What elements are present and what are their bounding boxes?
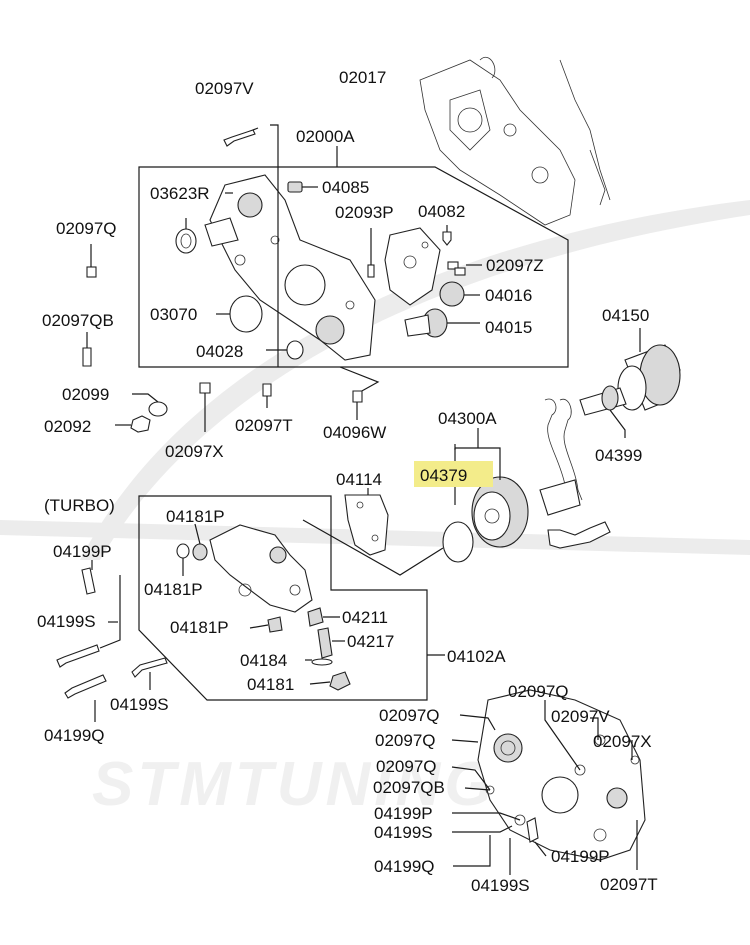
plug-04181P-c-part xyxy=(267,616,283,633)
label-04199S-mid[interactable]: 04199S xyxy=(110,695,169,714)
label-04096W[interactable]: 04096W xyxy=(323,423,386,442)
label-04085[interactable]: 04085 xyxy=(322,178,369,197)
bolt-02097T-a-part xyxy=(262,383,272,397)
label-04181[interactable]: 04181 xyxy=(247,675,294,694)
oil-pump-case-part xyxy=(204,174,376,361)
label-03623R[interactable]: 03623R xyxy=(150,184,210,203)
pump-cover-part xyxy=(384,227,441,306)
label-02097V-bottom[interactable]: 02097V xyxy=(551,707,610,726)
bolt-04096W-part xyxy=(352,390,363,403)
plug-04181-part xyxy=(329,671,351,691)
label-02097Q-left[interactable]: 02097Q xyxy=(56,219,117,238)
label-04184[interactable]: 04184 xyxy=(240,651,287,670)
washer-04184-part xyxy=(311,658,333,666)
label-02097X-top[interactable]: 02097X xyxy=(165,442,224,461)
o-ring-04028-part xyxy=(286,340,304,360)
gasket-04114-part xyxy=(344,488,389,556)
label-02097X-bottom[interactable]: 02097X xyxy=(593,732,652,751)
label-02017[interactable]: 02017 xyxy=(339,68,386,87)
pin-02093P-part xyxy=(367,264,375,278)
label-04114[interactable]: 04114 xyxy=(336,470,382,489)
label-03070[interactable]: 03070 xyxy=(150,305,197,324)
oil-pump-assembly-box xyxy=(138,166,569,368)
label-04300A[interactable]: 04300A xyxy=(438,409,497,428)
label-04028[interactable]: 04028 xyxy=(196,342,243,361)
label-04181P-top[interactable]: 04181P xyxy=(166,507,225,526)
bolt-02097X-a-part xyxy=(199,382,211,394)
oil-seal-03623R-part xyxy=(175,228,197,254)
oil-pump-leader-lines xyxy=(185,124,482,393)
turbo-leader-lines xyxy=(182,519,445,685)
relief-valve-04211-part xyxy=(307,607,324,627)
label-04199S-left[interactable]: 04199S xyxy=(37,612,96,631)
label-04399[interactable]: 04399 xyxy=(595,446,642,465)
part-labels: 02017 02097V 02000A 03623R 04085 02093P … xyxy=(37,68,658,895)
o-ring-03070-part xyxy=(229,295,263,333)
label-02097QB-bottom[interactable]: 02097QB xyxy=(373,778,445,797)
spring-04217-part xyxy=(317,627,333,659)
label-02097Z[interactable]: 02097Z xyxy=(486,256,544,275)
label-04016[interactable]: 04016 xyxy=(485,286,532,305)
bolt-02097QB-a-part xyxy=(82,347,92,367)
label-04199P-left[interactable]: 04199P xyxy=(53,542,112,561)
oil-cooler-04300A-part xyxy=(454,398,611,549)
label-04199S-bottom-left[interactable]: 04199S xyxy=(374,823,433,842)
gasket-02092-part xyxy=(130,415,151,433)
label-02093P[interactable]: 02093P xyxy=(335,203,394,222)
label-04102A[interactable]: 04102A xyxy=(447,647,506,666)
turbo-bolt-leader-lines xyxy=(91,560,151,722)
label-04082[interactable]: 04082 xyxy=(418,202,465,221)
drive-gear-04015-part xyxy=(404,308,448,338)
plug-04181P-a-part xyxy=(192,543,208,561)
oil-filter-04150-part xyxy=(617,328,681,411)
plug-04181P-b-part xyxy=(176,543,190,559)
label-02092[interactable]: 02092 xyxy=(44,417,91,436)
screws-02097Z-part xyxy=(447,261,466,276)
label-02097Q-d[interactable]: 02097Q xyxy=(375,731,436,750)
label-02097Q-c[interactable]: 02097Q xyxy=(379,706,440,725)
label-04199P-bottom-left[interactable]: 04199P xyxy=(374,804,433,823)
label-02097T-bottom[interactable]: 02097T xyxy=(600,875,658,894)
plug-04085-part xyxy=(287,181,303,193)
bolt-leader-lines xyxy=(86,244,358,432)
label-02097V-top[interactable]: 02097V xyxy=(195,79,254,98)
label-04199Q-left[interactable]: 04199Q xyxy=(44,726,105,745)
label-04199P-bottom-right[interactable]: 04199P xyxy=(551,847,610,866)
label-04211[interactable]: 04211 xyxy=(342,608,388,627)
bolt-02097V-part xyxy=(223,129,256,147)
label-02097Q-e[interactable]: 02097Q xyxy=(376,757,437,776)
label-02097Q-b[interactable]: 02097Q xyxy=(508,682,569,701)
label-04150[interactable]: 04150 xyxy=(602,306,649,325)
label-02000A[interactable]: 02000A xyxy=(296,127,355,146)
driven-gear-04016-part xyxy=(439,281,465,307)
label-02097T-top[interactable]: 02097T xyxy=(235,416,293,435)
label-04181P-low[interactable]: 04181P xyxy=(170,618,229,637)
o-ring-04379-part xyxy=(442,521,474,563)
label-04217[interactable]: 04217 xyxy=(347,632,394,651)
label-04199Q-bottom[interactable]: 04199Q xyxy=(374,857,435,876)
highlight-04379 xyxy=(414,461,493,487)
screw-04082-part xyxy=(442,231,452,246)
label-turbo-group: (TURBO) xyxy=(44,496,115,515)
bolt-02097Q-a-part xyxy=(86,266,97,278)
turbo-assembly-box xyxy=(138,495,428,701)
watermark-text: STMTUNING xyxy=(92,750,497,819)
label-02097QB-left[interactable]: 02097QB xyxy=(42,311,114,330)
lower-case-leader-lines xyxy=(451,700,638,875)
label-04181P-mid[interactable]: 04181P xyxy=(144,580,203,599)
lower-case-part xyxy=(477,689,646,861)
label-04199S-bottom[interactable]: 04199S xyxy=(471,876,530,895)
filter-adapter-04399-part xyxy=(579,385,627,438)
turbo-bolts-part xyxy=(56,567,168,699)
label-04379-highlighted[interactable]: 04379 xyxy=(420,466,467,485)
rear-cover-part xyxy=(419,57,611,226)
turbo-housing-part xyxy=(209,524,313,613)
label-04015[interactable]: 04015 xyxy=(485,318,532,337)
label-02099[interactable]: 02099 xyxy=(62,385,109,404)
ring-02099-part xyxy=(148,401,168,417)
